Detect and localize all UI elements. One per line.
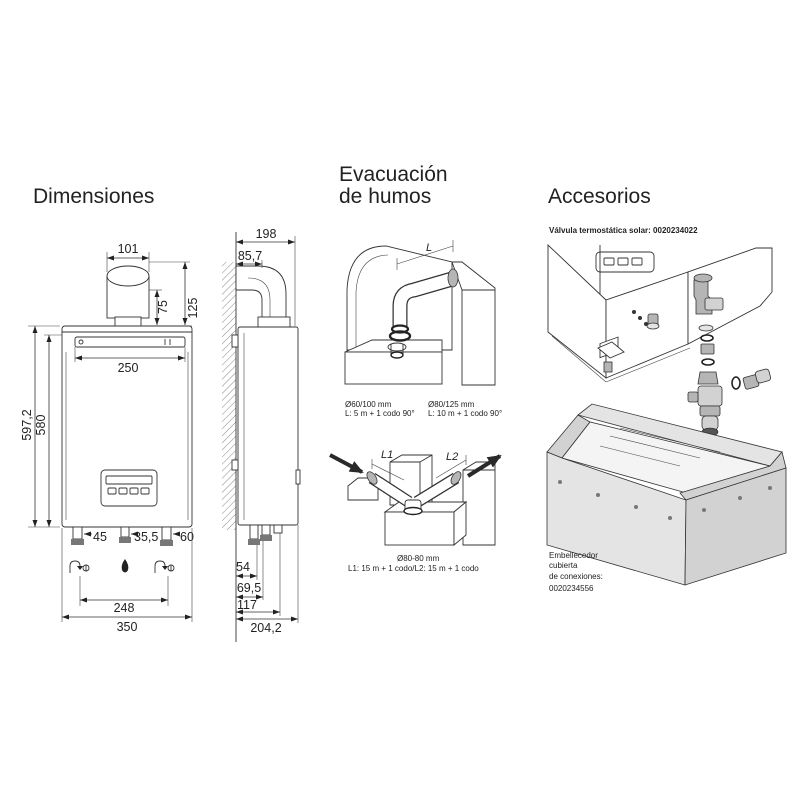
front-view: 101 75 125 250 597,2 580 45 35,5 60 <box>20 242 200 634</box>
flue-length-label: L <box>426 242 432 254</box>
flue-title-line-1: Evacuación <box>339 163 448 186</box>
side-view: 198 85,7 54 69,5 117 204,2 <box>222 227 301 642</box>
dim-flue-diameter: 101 <box>118 242 139 256</box>
wall-hatching <box>222 262 236 530</box>
dim-right-connection: 60 <box>180 530 194 544</box>
dim-total-height: 597,2 <box>20 409 34 440</box>
solar-thermostatic-valve-drawing <box>547 243 773 437</box>
dim-conn-1: 54 <box>236 560 250 574</box>
twin-flue-diagram: L1 L2 <box>329 449 502 546</box>
cover-label-line-2: cubierta <box>549 561 578 570</box>
dim-total-width: 350 <box>117 620 138 634</box>
connection-cover-drawing <box>546 403 787 586</box>
cover-label-line-1: Embellecedor <box>549 551 598 560</box>
gas-flame-icon <box>121 559 129 573</box>
accessories-title: Accesorios <box>548 185 651 208</box>
water-connection-icon <box>154 560 175 573</box>
dim-flue-height: 125 <box>186 298 200 319</box>
bottom-connectors <box>71 526 173 546</box>
concentric-80-length: L: 10 m + 1 codo 90° <box>428 409 502 418</box>
dim-gas-connection: 35,5 <box>134 530 158 544</box>
dim-conn-3: 117 <box>237 598 257 612</box>
twin-flue-diameter: Ø80-80 mm <box>397 554 440 563</box>
dim-bar-width: 250 <box>118 361 139 375</box>
dim-flue-offset: 85,7 <box>238 249 262 263</box>
flue-elbow <box>235 265 291 328</box>
dim-depth: 198 <box>256 227 277 241</box>
control-panel <box>100 469 158 507</box>
dim-total-depth: 204,2 <box>250 621 281 635</box>
heating-connection-icon <box>69 560 90 573</box>
air-intake-arrow-icon <box>329 453 364 474</box>
flue-pipe <box>106 265 150 327</box>
twin-flue-l1-label: L1 <box>381 449 393 461</box>
dim-conn-2: 69,5 <box>237 581 261 595</box>
concentric-80-diameter: Ø80/125 mm <box>428 400 475 409</box>
dimensions-title: Dimensiones <box>33 185 154 208</box>
side-connectors <box>248 524 283 545</box>
dim-flue-to-top: 75 <box>156 300 170 314</box>
boiler-body-front <box>61 325 193 528</box>
dim-left-connection: 45 <box>93 530 107 544</box>
solar-valve-label: Válvula termostática solar: 0020234022 <box>549 226 698 235</box>
dim-body-height: 580 <box>34 415 48 436</box>
concentric-flue-diagram: L <box>344 240 496 386</box>
exhaust-arrow-icon <box>466 454 502 478</box>
cover-part-code: 0020234556 <box>549 584 594 593</box>
twin-flue-length: L1: 15 m + 1 codo/L2: 15 m + 1 codo <box>348 564 479 573</box>
flue-title-line-2: de humos <box>339 185 431 208</box>
concentric-60-diameter: Ø60/100 mm <box>345 400 392 409</box>
dim-connections-span: 248 <box>114 601 135 615</box>
twin-flue-l2-label: L2 <box>446 451 458 463</box>
boiler-body-side <box>231 326 301 526</box>
cover-label-line-3: de conexiones: <box>549 572 603 581</box>
concentric-60-length: L: 5 m + 1 codo 90° <box>345 409 415 418</box>
